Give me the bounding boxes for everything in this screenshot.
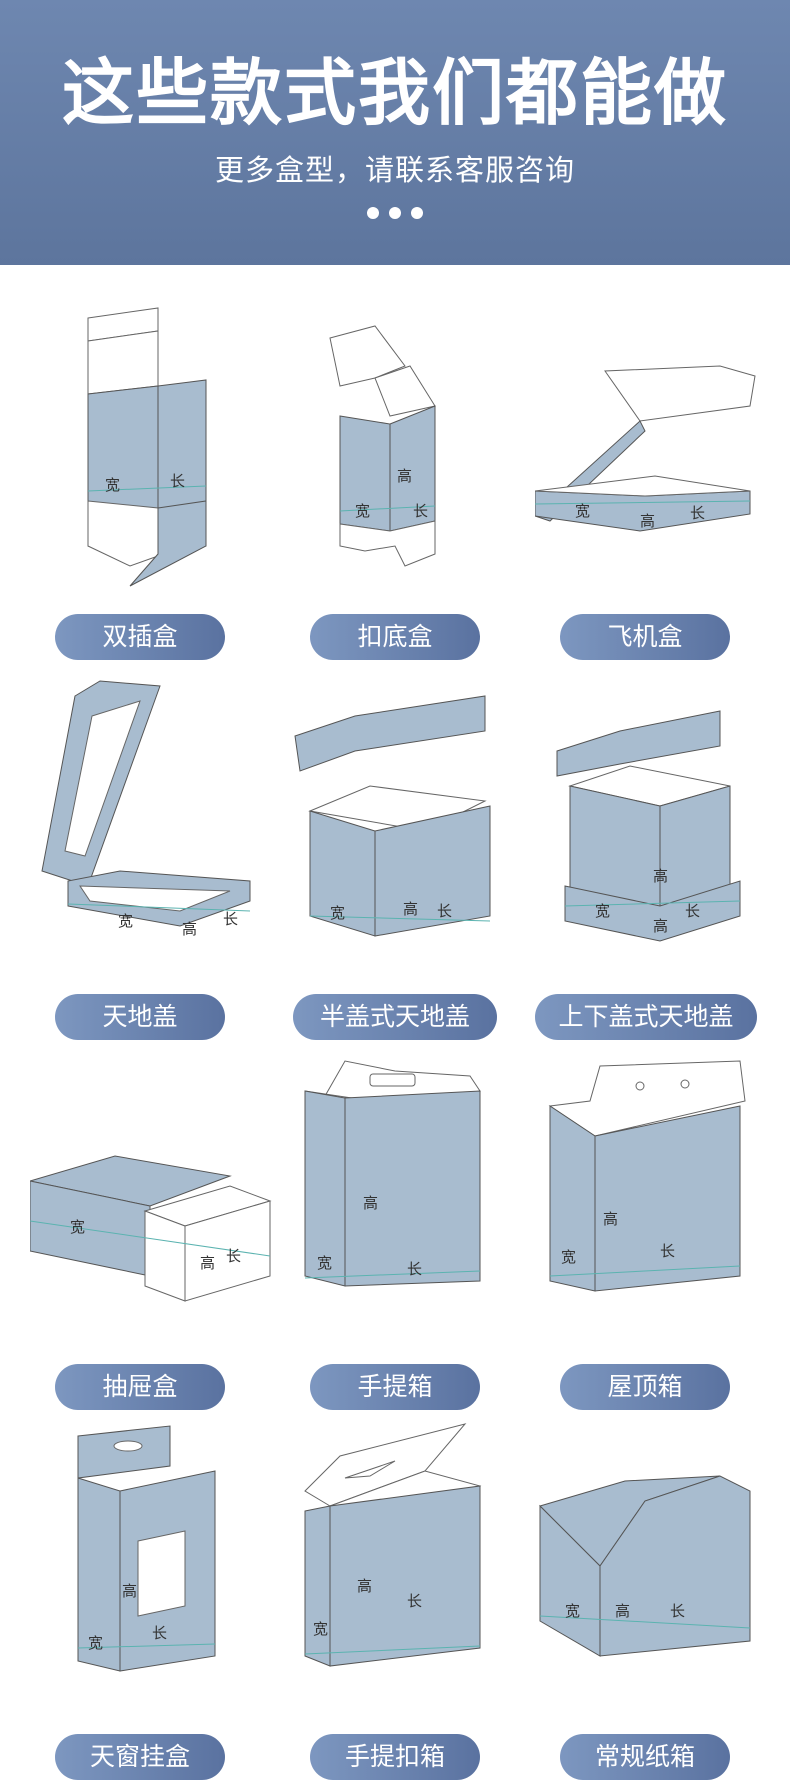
box-type-label[interactable]: 天窗挂盒	[55, 1734, 225, 1780]
dimension-label-length: 长	[407, 1260, 422, 1278]
dimension-label-height: 高	[122, 1582, 137, 1600]
dimension-label-height: 高	[363, 1194, 378, 1212]
dimension-label-width: 宽	[565, 1602, 580, 1620]
box-type-label[interactable]: 上下盖式天地盖	[535, 994, 757, 1040]
dimension-label-height: 高	[640, 512, 655, 530]
box-type-label[interactable]: 屋顶箱	[560, 1364, 730, 1410]
mailer-box-icon: 宽 高 长	[535, 365, 756, 532]
box-type-card[interactable]: 宽 高 长 飞机盒	[535, 296, 785, 666]
box-type-card[interactable]: 高 宽 长 天窗挂盒	[30, 1416, 280, 1786]
box-type-card[interactable]: 宽 高 长 常规纸箱	[535, 1416, 785, 1786]
regular-carton-icon: 宽 高 长	[539, 1475, 751, 1657]
box-type-card[interactable]: 高 宽 长 手提箱	[285, 1046, 535, 1416]
box-type-label[interactable]: 天地盖	[55, 994, 225, 1040]
dimension-label-width: 宽	[575, 502, 590, 520]
window-hanger-box-icon: 高 宽 长	[77, 1425, 216, 1672]
box-type-card[interactable]: 宽 高 长 抽屉盒	[30, 1046, 280, 1416]
dimension-label-width: 宽	[105, 476, 120, 494]
page-subtitle: 更多盒型，请联系客服咨询	[214, 153, 575, 187]
dimension-label-length: 长	[170, 472, 185, 490]
dimension-label-length: 长	[223, 910, 238, 928]
dimension-label-width: 宽	[561, 1248, 576, 1266]
dimension-label-width: 宽	[118, 912, 133, 930]
dimension-label-width: 宽	[330, 904, 345, 922]
dimension-label-height: 高	[200, 1254, 215, 1272]
box-type-card[interactable]: 宽 高 长 天地盖	[30, 676, 280, 1046]
dimension-label-width: 宽	[355, 502, 370, 520]
dimension-label-length: 长	[660, 1242, 675, 1260]
dimension-label-height: 高	[357, 1577, 372, 1595]
handle-carton-icon: 高 宽 长	[304, 1060, 481, 1287]
box-type-card[interactable]: 高 宽 长 扣底盒	[285, 296, 535, 666]
box-type-label[interactable]: 双插盒	[55, 614, 225, 660]
dimension-label-width: 宽	[70, 1218, 85, 1236]
double-tuck-box-icon: 宽 长	[87, 307, 207, 587]
page-title: 这些款式我们都能做	[61, 51, 728, 135]
dimension-label-width: 宽	[317, 1254, 332, 1272]
box-type-label[interactable]: 手提箱	[310, 1364, 480, 1410]
dimension-label-length: 长	[152, 1624, 167, 1642]
handle-lock-box-icon: 高 宽 长	[304, 1423, 482, 1667]
drawer-box-icon: 宽 高 长	[30, 1155, 272, 1302]
dimension-label-width: 宽	[313, 1620, 328, 1638]
header-banner: 这些款式我们都能做 更多盒型，请联系客服咨询	[0, 0, 790, 265]
box-type-card[interactable]: 宽 长 双插盒	[30, 296, 280, 666]
dimension-label-width: 宽	[595, 902, 610, 920]
dimension-label-width: 宽	[88, 1634, 103, 1652]
dimension-label-height: 高	[615, 1602, 630, 1620]
dimension-label-length: 长	[690, 504, 705, 522]
box-type-label[interactable]: 半盖式天地盖	[293, 994, 497, 1040]
dimension-label-length: 长	[437, 902, 452, 920]
box-type-label[interactable]: 扣底盒	[310, 614, 480, 660]
box-type-card[interactable]: 高 宽 长 手提扣箱	[285, 1416, 535, 1786]
dimension-label-height: 高	[182, 920, 197, 938]
dimension-label-height: 高	[397, 467, 412, 485]
dimension-label-height: 高	[403, 900, 418, 918]
lid-base-box-icon: 宽 高 长	[41, 680, 251, 938]
box-type-card[interactable]: 高 宽 高 长 上下盖式天地盖	[535, 676, 785, 1046]
box-type-label[interactable]: 飞机盒	[560, 614, 730, 660]
dimension-label-length: 长	[226, 1247, 241, 1265]
dimension-label-height: 高	[653, 917, 668, 935]
box-type-card[interactable]: 宽 高 长 半盖式天地盖	[285, 676, 535, 1046]
top-bottom-lid-box-icon: 高 宽 高 长	[556, 710, 741, 942]
dimension-label-length: 长	[685, 902, 700, 920]
dimension-label-length: 长	[670, 1602, 685, 1620]
dimension-label-height: 高	[653, 867, 668, 885]
decorative-dots	[0, 204, 790, 223]
dimension-label-length: 长	[413, 502, 428, 520]
box-type-card[interactable]: 高 宽 长 屋顶箱	[535, 1046, 785, 1416]
box-type-label[interactable]: 手提扣箱	[310, 1734, 480, 1780]
gable-top-box-icon: 高 宽 长	[548, 1060, 746, 1292]
box-type-label[interactable]: 抽屉盒	[55, 1364, 225, 1410]
box-type-label[interactable]: 常规纸箱	[560, 1734, 730, 1780]
lock-bottom-box-icon: 高 宽 长	[329, 325, 436, 567]
half-lid-box-icon: 宽 高 长	[294, 695, 491, 937]
dimension-label-height: 高	[603, 1210, 618, 1228]
dimension-label-length: 长	[407, 1592, 422, 1610]
